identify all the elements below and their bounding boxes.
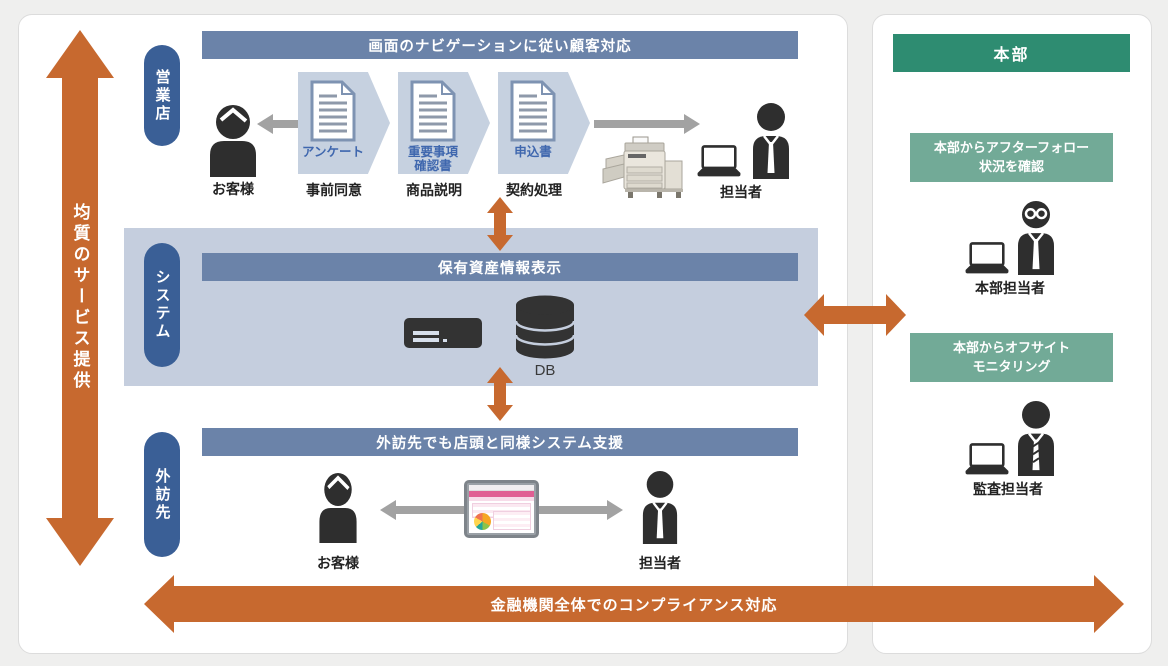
tablet-app-icon	[464, 480, 539, 538]
db-label: DB	[534, 362, 556, 379]
arrow-branch-system	[487, 197, 513, 251]
banner-branch: 画面のナビゲーションに従い顧客対応	[202, 31, 798, 59]
hq-staff-glasses-icon	[1016, 201, 1056, 275]
step-label: 契約処理	[506, 182, 562, 198]
customer-label: お客様	[317, 555, 359, 571]
document-icon	[510, 80, 556, 142]
staff-label: 担当者	[720, 184, 762, 200]
pill-system: システム	[144, 243, 180, 367]
pill-branch: 営業店	[144, 45, 180, 146]
compliance-label: 金融機関全体でのコンプライアンス対応	[490, 596, 778, 614]
laptop-icon	[963, 442, 1011, 476]
quality-arrow-shaft	[62, 74, 98, 520]
hq-monitoring-box: 本部からオフサイト モニタリング	[910, 333, 1113, 382]
hq-staff-label: 本部担当者	[975, 280, 1045, 296]
customer-icon	[207, 105, 259, 177]
customer-icon	[317, 473, 359, 543]
audit-staff-icon	[1016, 401, 1056, 476]
document-icon	[310, 80, 356, 142]
staff-icon	[751, 103, 791, 179]
step-chevron: アンケート	[298, 72, 390, 174]
hq-header: 本部	[893, 34, 1130, 72]
hq-followup-box: 本部からアフターフォロー 状況を確認	[910, 133, 1113, 182]
database-icon	[514, 295, 576, 359]
laptop-icon	[963, 241, 1011, 275]
staff-icon	[641, 471, 679, 544]
step-chevron: 重要事項 確認書	[398, 72, 490, 174]
multifunction-printer-icon	[597, 136, 687, 202]
document-icon	[410, 80, 456, 142]
arrow-system-visit	[487, 367, 513, 421]
audit-staff-label: 監査担当者	[973, 481, 1043, 497]
laptop-icon	[695, 144, 743, 178]
banner-visit: 外訪先でも店頭と同様システム支援	[202, 428, 798, 456]
server-icon	[404, 318, 482, 348]
arrow-to-customer-icon	[257, 114, 304, 134]
step-chevron: 申込書	[498, 72, 590, 174]
arrow-to-staff-icon	[594, 114, 700, 134]
doc-caption: 申込書	[514, 145, 552, 159]
quality-arrow-up-head	[46, 30, 114, 78]
customer-label: お客様	[212, 181, 254, 197]
banner-system: 保有資産情報表示	[202, 253, 798, 281]
doc-caption: アンケート	[301, 145, 364, 159]
compliance-arrow: 金融機関全体でのコンプライアンス対応	[144, 575, 1124, 633]
system-band	[124, 228, 818, 386]
step-label: 商品説明	[406, 182, 462, 198]
pie-chart-icon	[474, 513, 491, 530]
step-label: 事前同意	[306, 182, 362, 198]
quality-service-label: 均質のサービス提供	[70, 202, 90, 392]
pill-visit: 外訪先	[144, 432, 180, 557]
arrow-main-hq	[804, 294, 906, 336]
quality-arrow-down-head	[46, 518, 114, 566]
doc-caption: 重要事項 確認書	[407, 145, 458, 174]
staff-label: 担当者	[639, 555, 681, 571]
